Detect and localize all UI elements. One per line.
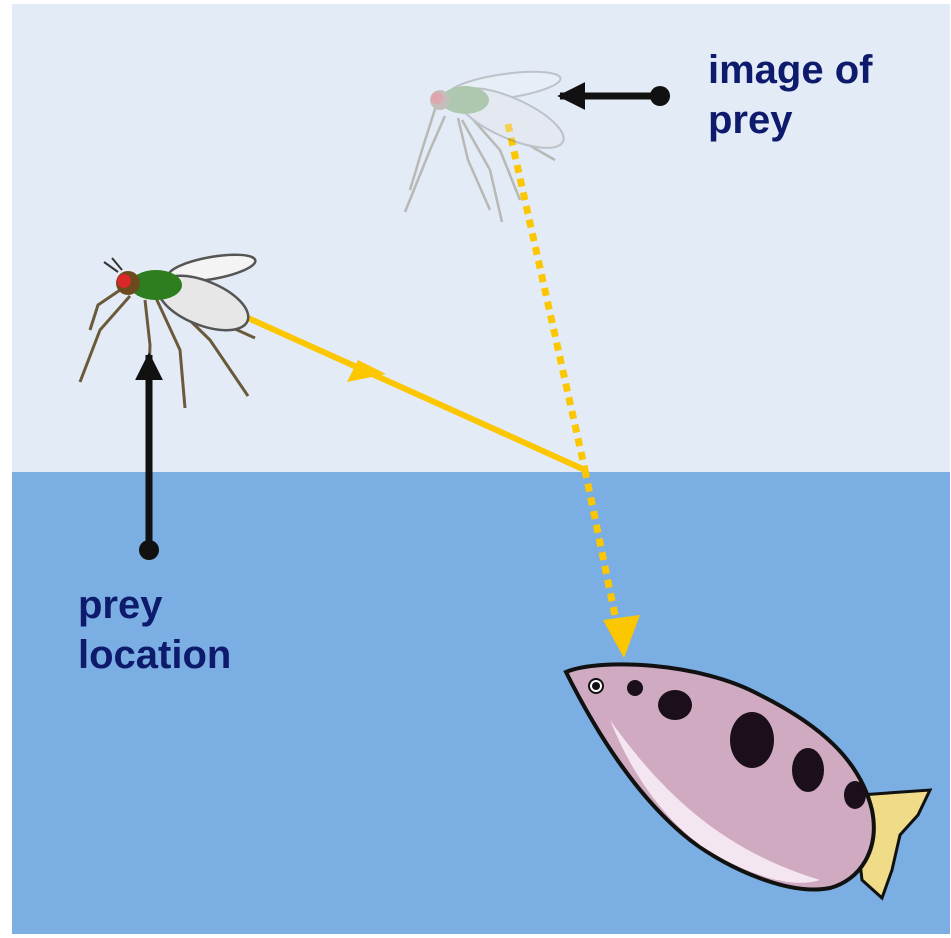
- prey-location-label-line-1: prey: [78, 580, 231, 630]
- image-of-prey-label-line-1: image of: [708, 45, 872, 95]
- image-of-prey-label: image of prey: [708, 45, 872, 145]
- image-of-prey-label-line-2: prey: [708, 95, 872, 145]
- prey-location-label-line-2: location: [78, 630, 231, 680]
- prey-location-label: prey location: [78, 580, 231, 680]
